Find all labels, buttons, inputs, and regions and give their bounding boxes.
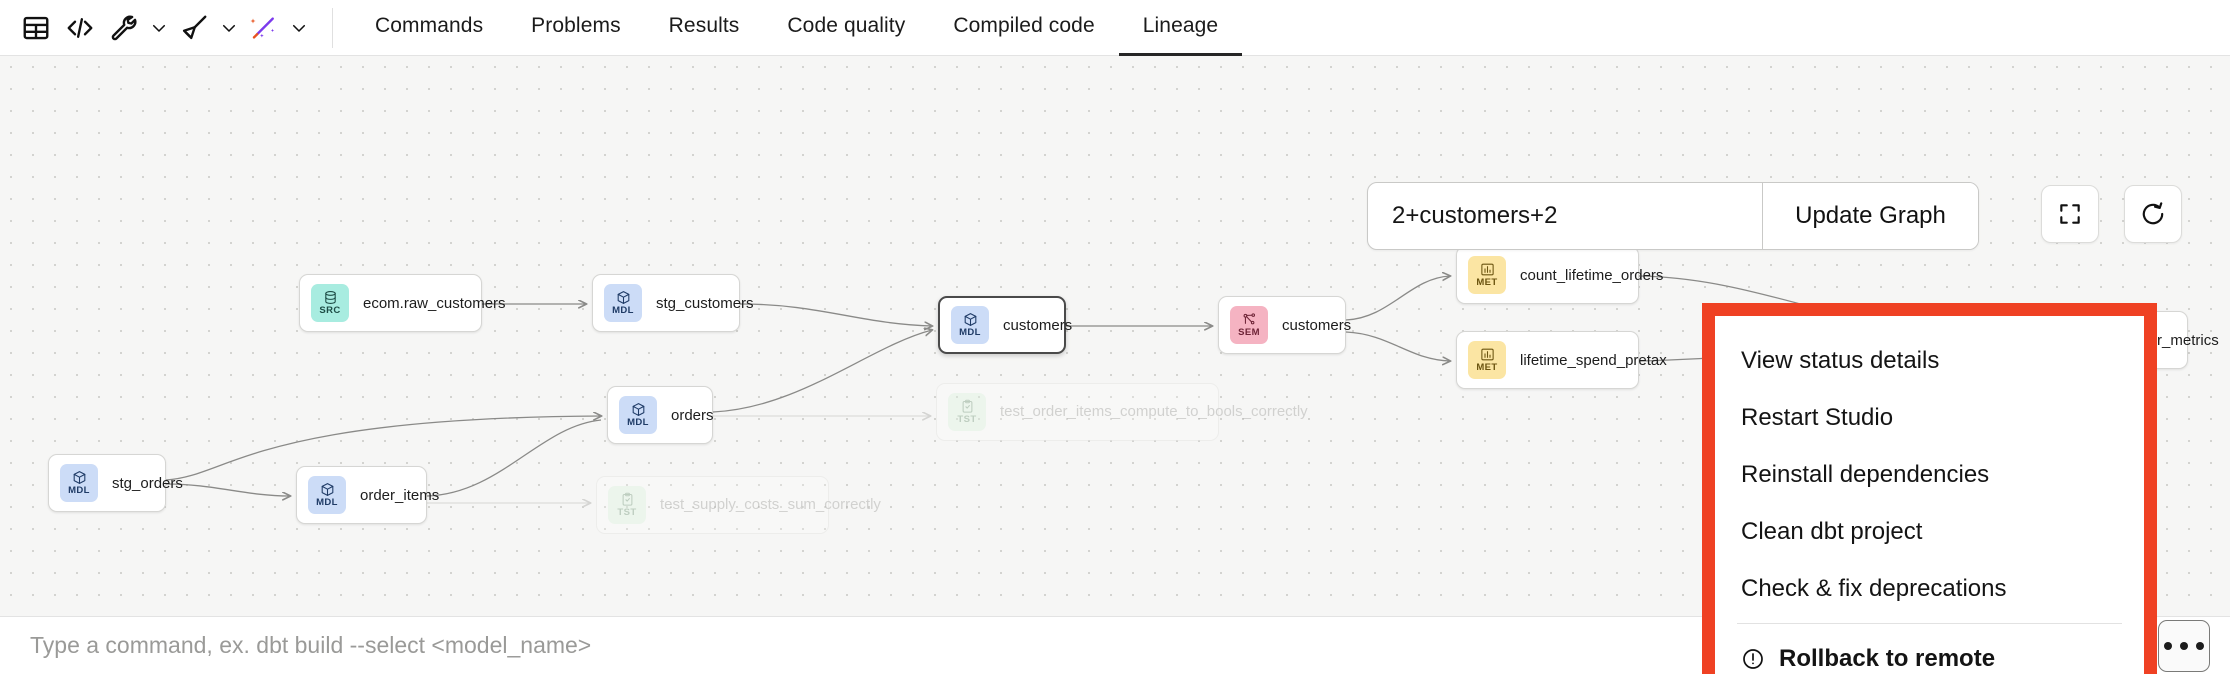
node-type-code: TST [617, 507, 637, 519]
lineage-node-customers-mdl[interactable]: MDL customers [938, 296, 1072, 354]
tab-lineage[interactable]: Lineage [1118, 0, 1243, 56]
tab-commands[interactable]: Commands [375, 14, 484, 37]
lineage-node-stg-orders[interactable]: MDL stg_orders [48, 454, 183, 512]
tab-code-quality[interactable]: Code quality [787, 14, 906, 37]
cube-icon: MDL [308, 476, 346, 514]
node-label: orders [671, 406, 714, 424]
lineage-node-count-lifetime-orders[interactable]: MET count_lifetime_orders [1456, 246, 1663, 304]
node-label: test_order_items_compute_to_bools_correc… [1000, 402, 1308, 420]
chevron-down-icon[interactable] [286, 6, 312, 50]
node-type-code: MDL [612, 305, 634, 317]
menu-item-label: View status details [1741, 346, 1940, 374]
node-type-code: TST [957, 414, 977, 426]
toolbar-divider [332, 7, 333, 48]
tab-compiled-code[interactable]: Compiled code [953, 14, 1095, 37]
node-label: ecom.raw_customers [363, 294, 506, 312]
wrench-icon[interactable] [102, 6, 146, 50]
menu-item-label: Clean dbt project [1741, 517, 1923, 545]
clipboard-check-icon: TST [608, 486, 646, 524]
lineage-node-ecom-raw-customers[interactable]: SRC ecom.raw_customers [299, 274, 506, 332]
command-input[interactable] [0, 632, 1769, 659]
cube-icon: MDL [951, 306, 989, 344]
node-type-code: SRC [319, 305, 341, 317]
node-label: order_items [360, 486, 440, 504]
node-label: test_supply_costs_sum_correctly [660, 495, 881, 513]
node-label: stg_customers [656, 294, 754, 312]
node-label: lifetime_spend_pretax [1520, 351, 1667, 369]
table-icon[interactable] [14, 6, 58, 50]
top-toolbar: Commands Problems Results Code quality Compi… [0, 0, 2230, 56]
cube-icon: MDL [619, 396, 657, 434]
menu-item-label: Rollback to remote [1779, 644, 1996, 672]
lineage-node-order-items[interactable]: MDL order_items [296, 466, 439, 524]
menu-item-restart-studio[interactable]: Restart Studio [1715, 389, 2144, 446]
fit-to-screen-icon[interactable] [2041, 185, 2099, 243]
lineage-node-customers-sem[interactable]: SEM customers [1218, 296, 1351, 354]
menu-item-reinstall-dependencies[interactable]: Reinstall dependencies [1715, 446, 2144, 503]
node-type-code: MDL [68, 485, 90, 497]
lineage-select-input[interactable] [1368, 183, 1762, 249]
clipboard-check-icon: TST [948, 393, 986, 431]
lineage-node-test-order-items[interactable]: TST test_order_items_compute_to_bools_cor… [936, 383, 1308, 441]
menu-item-clean-dbt-project[interactable]: Clean dbt project [1715, 503, 2144, 560]
menu-item-view-status-details[interactable]: View status details [1715, 332, 2144, 389]
magic-wand-icon[interactable] [242, 6, 286, 50]
cube-icon: MDL [60, 464, 98, 502]
bar-chart-icon: MET [1468, 341, 1506, 379]
menu-item-label: Restart Studio [1741, 403, 1894, 431]
update-graph-button[interactable]: Update Graph [1762, 183, 1978, 249]
graph-icon: SEM [1230, 306, 1268, 344]
chevron-down-icon[interactable] [146, 6, 172, 50]
node-type-code: MDL [316, 497, 338, 509]
node-label: customers [1282, 316, 1352, 334]
refresh-icon[interactable] [2124, 185, 2182, 243]
toolbar-icon-group [0, 0, 351, 56]
node-type-code: MET [1476, 362, 1498, 374]
broom-icon[interactable] [172, 6, 216, 50]
tab-bar: Commands Problems Results Code quality Compi… [351, 0, 1243, 56]
database-icon: SRC [311, 284, 349, 322]
menu-item-label: Check & fix deprecations [1741, 574, 2007, 602]
lineage-node-test-supply-costs[interactable]: TST test_supply_costs_sum_correctly [596, 476, 881, 534]
node-label: count_lifetime_orders [1520, 266, 1664, 284]
lineage-selector-bar: Update Graph [1367, 182, 1979, 250]
dot [2196, 642, 2204, 650]
menu-item-label: Reinstall dependencies [1741, 460, 1990, 488]
node-type-code: MET [1476, 277, 1498, 289]
chevron-down-icon[interactable] [216, 6, 242, 50]
lineage-node-lifetime-spend-pretax[interactable]: MET lifetime_spend_pretax [1456, 331, 1667, 389]
dot [2180, 642, 2188, 650]
tab-results[interactable]: Results [668, 14, 740, 37]
bar-chart-icon: MET [1468, 256, 1506, 294]
node-label: customers [1003, 316, 1073, 334]
cube-icon: MDL [604, 284, 642, 322]
code-icon[interactable] [58, 6, 102, 50]
menu-item-check-fix-deprecations[interactable]: Check & fix deprecations [1715, 560, 2144, 617]
node-type-code: SEM [1238, 327, 1260, 339]
lineage-node-stg-customers[interactable]: MDL stg_customers [592, 274, 754, 332]
ellipsis-icon[interactable] [2158, 620, 2210, 672]
menu-divider [1737, 623, 2122, 624]
tab-problems[interactable]: Problems [531, 14, 621, 37]
menu-item-rollback-to-remote[interactable]: Rollback to remote [1715, 630, 2144, 674]
alert-circle-icon [1741, 647, 1765, 671]
dot [2164, 642, 2172, 650]
node-type-code: MDL [959, 327, 981, 339]
node-label: stg_orders [112, 474, 183, 492]
lineage-node-orders[interactable]: MDL orders [607, 386, 714, 444]
node-type-code: MDL [627, 417, 649, 429]
